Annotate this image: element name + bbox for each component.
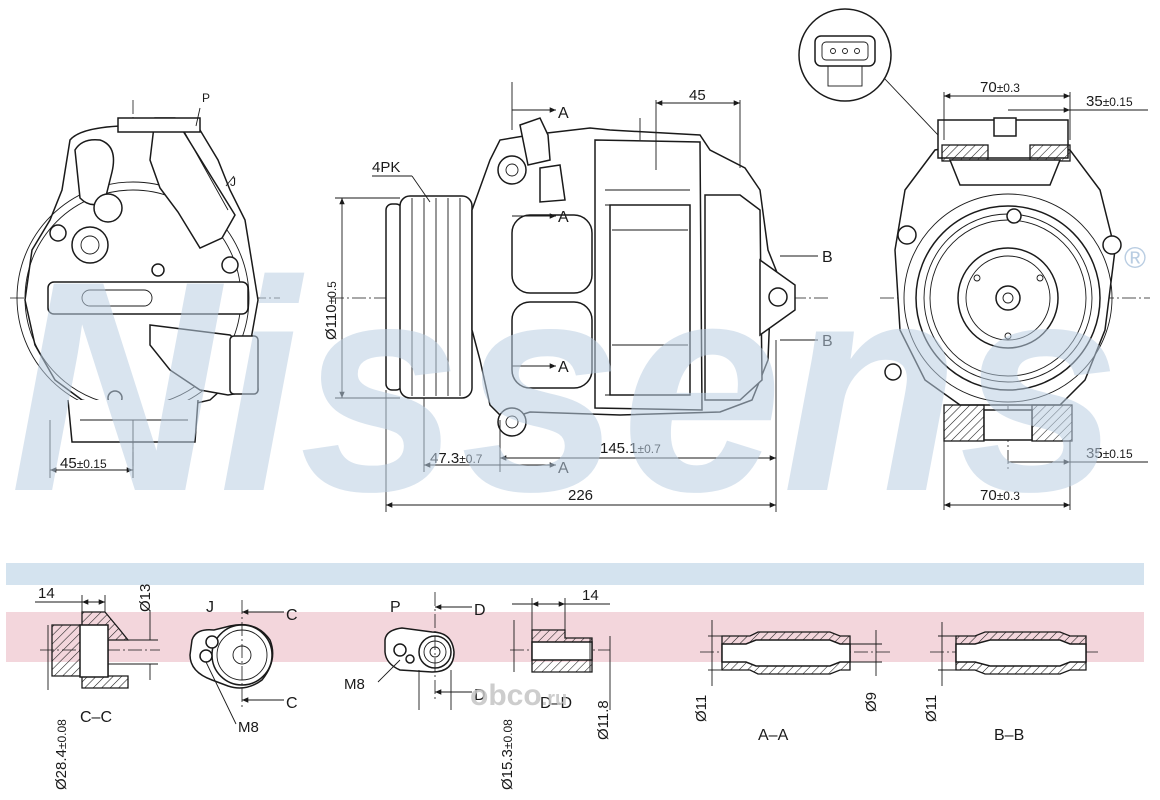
j-thread-label: M8 [238, 719, 259, 736]
cc-big-diameter-dim: Ø28.4±0.08 [53, 719, 70, 790]
blue-band [6, 563, 1144, 585]
bb-diameter-dim: Ø11 [923, 695, 940, 722]
dd-diameter-dim: Ø11.8 [595, 700, 612, 740]
body-length-dim: 145.1±0.7 [600, 440, 661, 457]
detail-p [377, 592, 472, 710]
j-title: J [206, 599, 214, 616]
section-a-mid: A [558, 209, 569, 226]
section-a-top: A [558, 105, 569, 122]
rear-width-dim: 45±0.15 [60, 455, 107, 472]
label-j-small: J [230, 175, 236, 189]
side-view [330, 82, 830, 512]
aa-inner-diameter-dim: Ø9 [863, 692, 880, 712]
cc-width-dim: 14 [38, 585, 55, 602]
front-bottom-half-dim: 35±0.15 [1086, 445, 1133, 462]
label-p-small: P [202, 91, 210, 105]
p-title: P [390, 599, 401, 616]
cc-small-diameter-dim: Ø13 [137, 584, 154, 612]
detail-j [189, 600, 284, 725]
p-section-d-bottom: D [474, 687, 486, 704]
section-b-top: B [822, 249, 833, 266]
front-top-half-dim: 35±0.15 [1086, 93, 1133, 110]
section-a-bottom: A [558, 460, 569, 477]
belt-label: 4PK [372, 159, 400, 176]
side-top-dim: 45 [689, 87, 706, 104]
pulley-diameter-dim: Ø110±0.5 [323, 281, 340, 340]
dd-title: D–D [540, 695, 572, 712]
offset-dim: 47.3±0.7 [430, 450, 483, 467]
bb-title: B–B [994, 727, 1024, 744]
connector-callout [798, 8, 939, 136]
section-b-bottom: B [822, 333, 833, 350]
front-top-width-dim: 70±0.3 [980, 79, 1020, 96]
detail-aa [700, 620, 890, 686]
aa-outer-diameter-dim: Ø11 [693, 695, 710, 722]
j-section-c-bottom: C [286, 695, 298, 712]
p-thread-label: M8 [344, 676, 365, 693]
rear-view [10, 100, 280, 478]
p-section-d-top: D [474, 602, 486, 619]
section-a-low: A [558, 359, 569, 376]
aa-title: A–A [758, 727, 789, 744]
registered-mark: ® [1124, 242, 1146, 275]
j-section-c-top: C [286, 607, 298, 624]
detail-cc [35, 595, 160, 690]
detail-dd [510, 598, 611, 710]
dd-width-dim: 14 [582, 587, 599, 604]
site-watermark: obco.ru [470, 679, 567, 712]
front-bottom-width-dim: 70±0.3 [980, 487, 1020, 504]
detail-bb [930, 622, 1100, 686]
p-diameter-dim: Ø15.3±0.08 [499, 719, 516, 790]
total-length-dim: 226 [568, 487, 593, 504]
brand-watermark: Nissens [10, 218, 1120, 554]
front-view [880, 92, 1150, 510]
cc-title: C–C [80, 709, 112, 726]
